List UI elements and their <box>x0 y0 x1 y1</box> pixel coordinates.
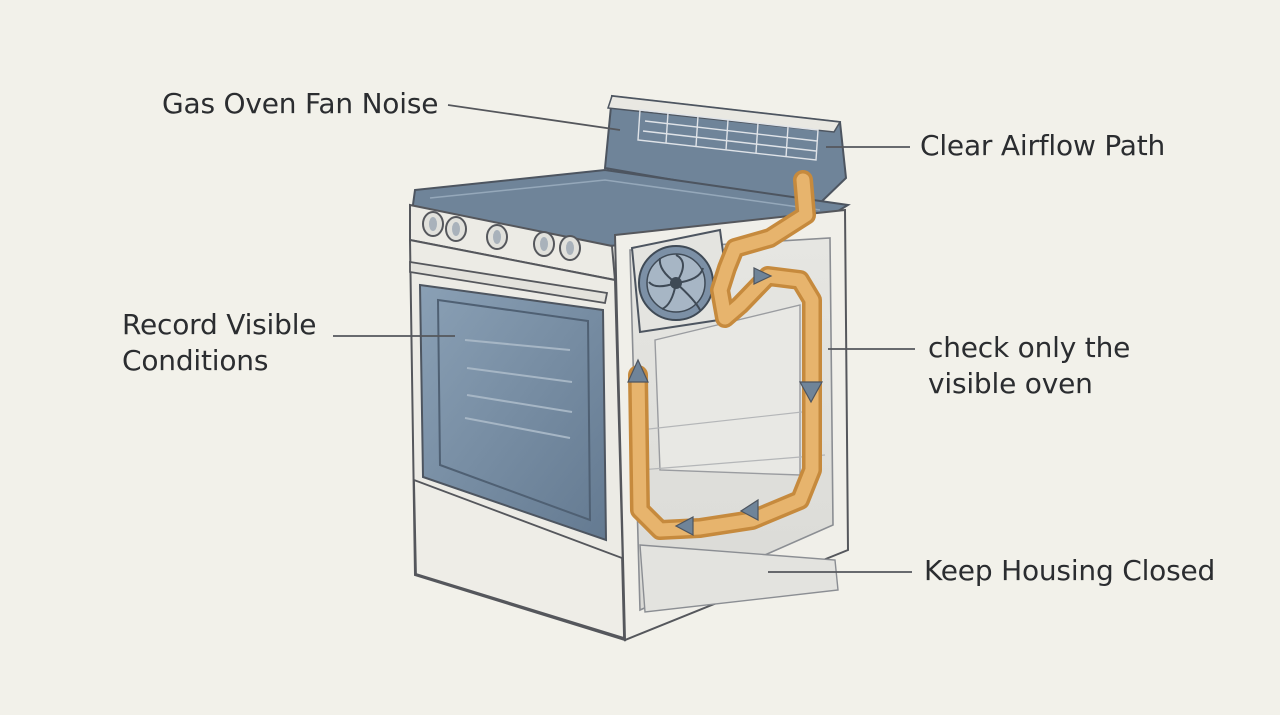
label-record-visible-conditions: Record Visible Conditions <box>122 308 317 377</box>
fan-housing <box>630 228 734 334</box>
knob-5 <box>559 235 581 261</box>
arrow-down-icon <box>798 381 824 404</box>
knob-2 <box>445 216 467 242</box>
vent-grille <box>637 109 819 161</box>
leader-lines <box>333 104 915 573</box>
arrow-up-icon <box>627 358 649 383</box>
leader-line-fan <box>447 104 621 131</box>
arrow-left-icon <box>739 498 759 521</box>
knob-3 <box>486 224 508 250</box>
label-gas-oven-fan-noise: Gas Oven Fan Noise <box>162 87 439 120</box>
airflow-arrows <box>627 267 824 536</box>
fan-icon <box>638 245 714 321</box>
knob-4 <box>533 231 555 257</box>
arrow-right-icon <box>753 267 773 285</box>
label-keep-housing-closed: Keep Housing Closed <box>924 554 1216 587</box>
oven-window <box>418 283 608 542</box>
label-clear-airflow-path: Clear Airflow Path <box>920 129 1166 162</box>
knob-1 <box>422 211 444 237</box>
arrow-left-icon <box>674 516 694 536</box>
oven-rack-lines <box>464 339 573 439</box>
label-check-visible-oven: check only the visible oven <box>928 331 1131 400</box>
